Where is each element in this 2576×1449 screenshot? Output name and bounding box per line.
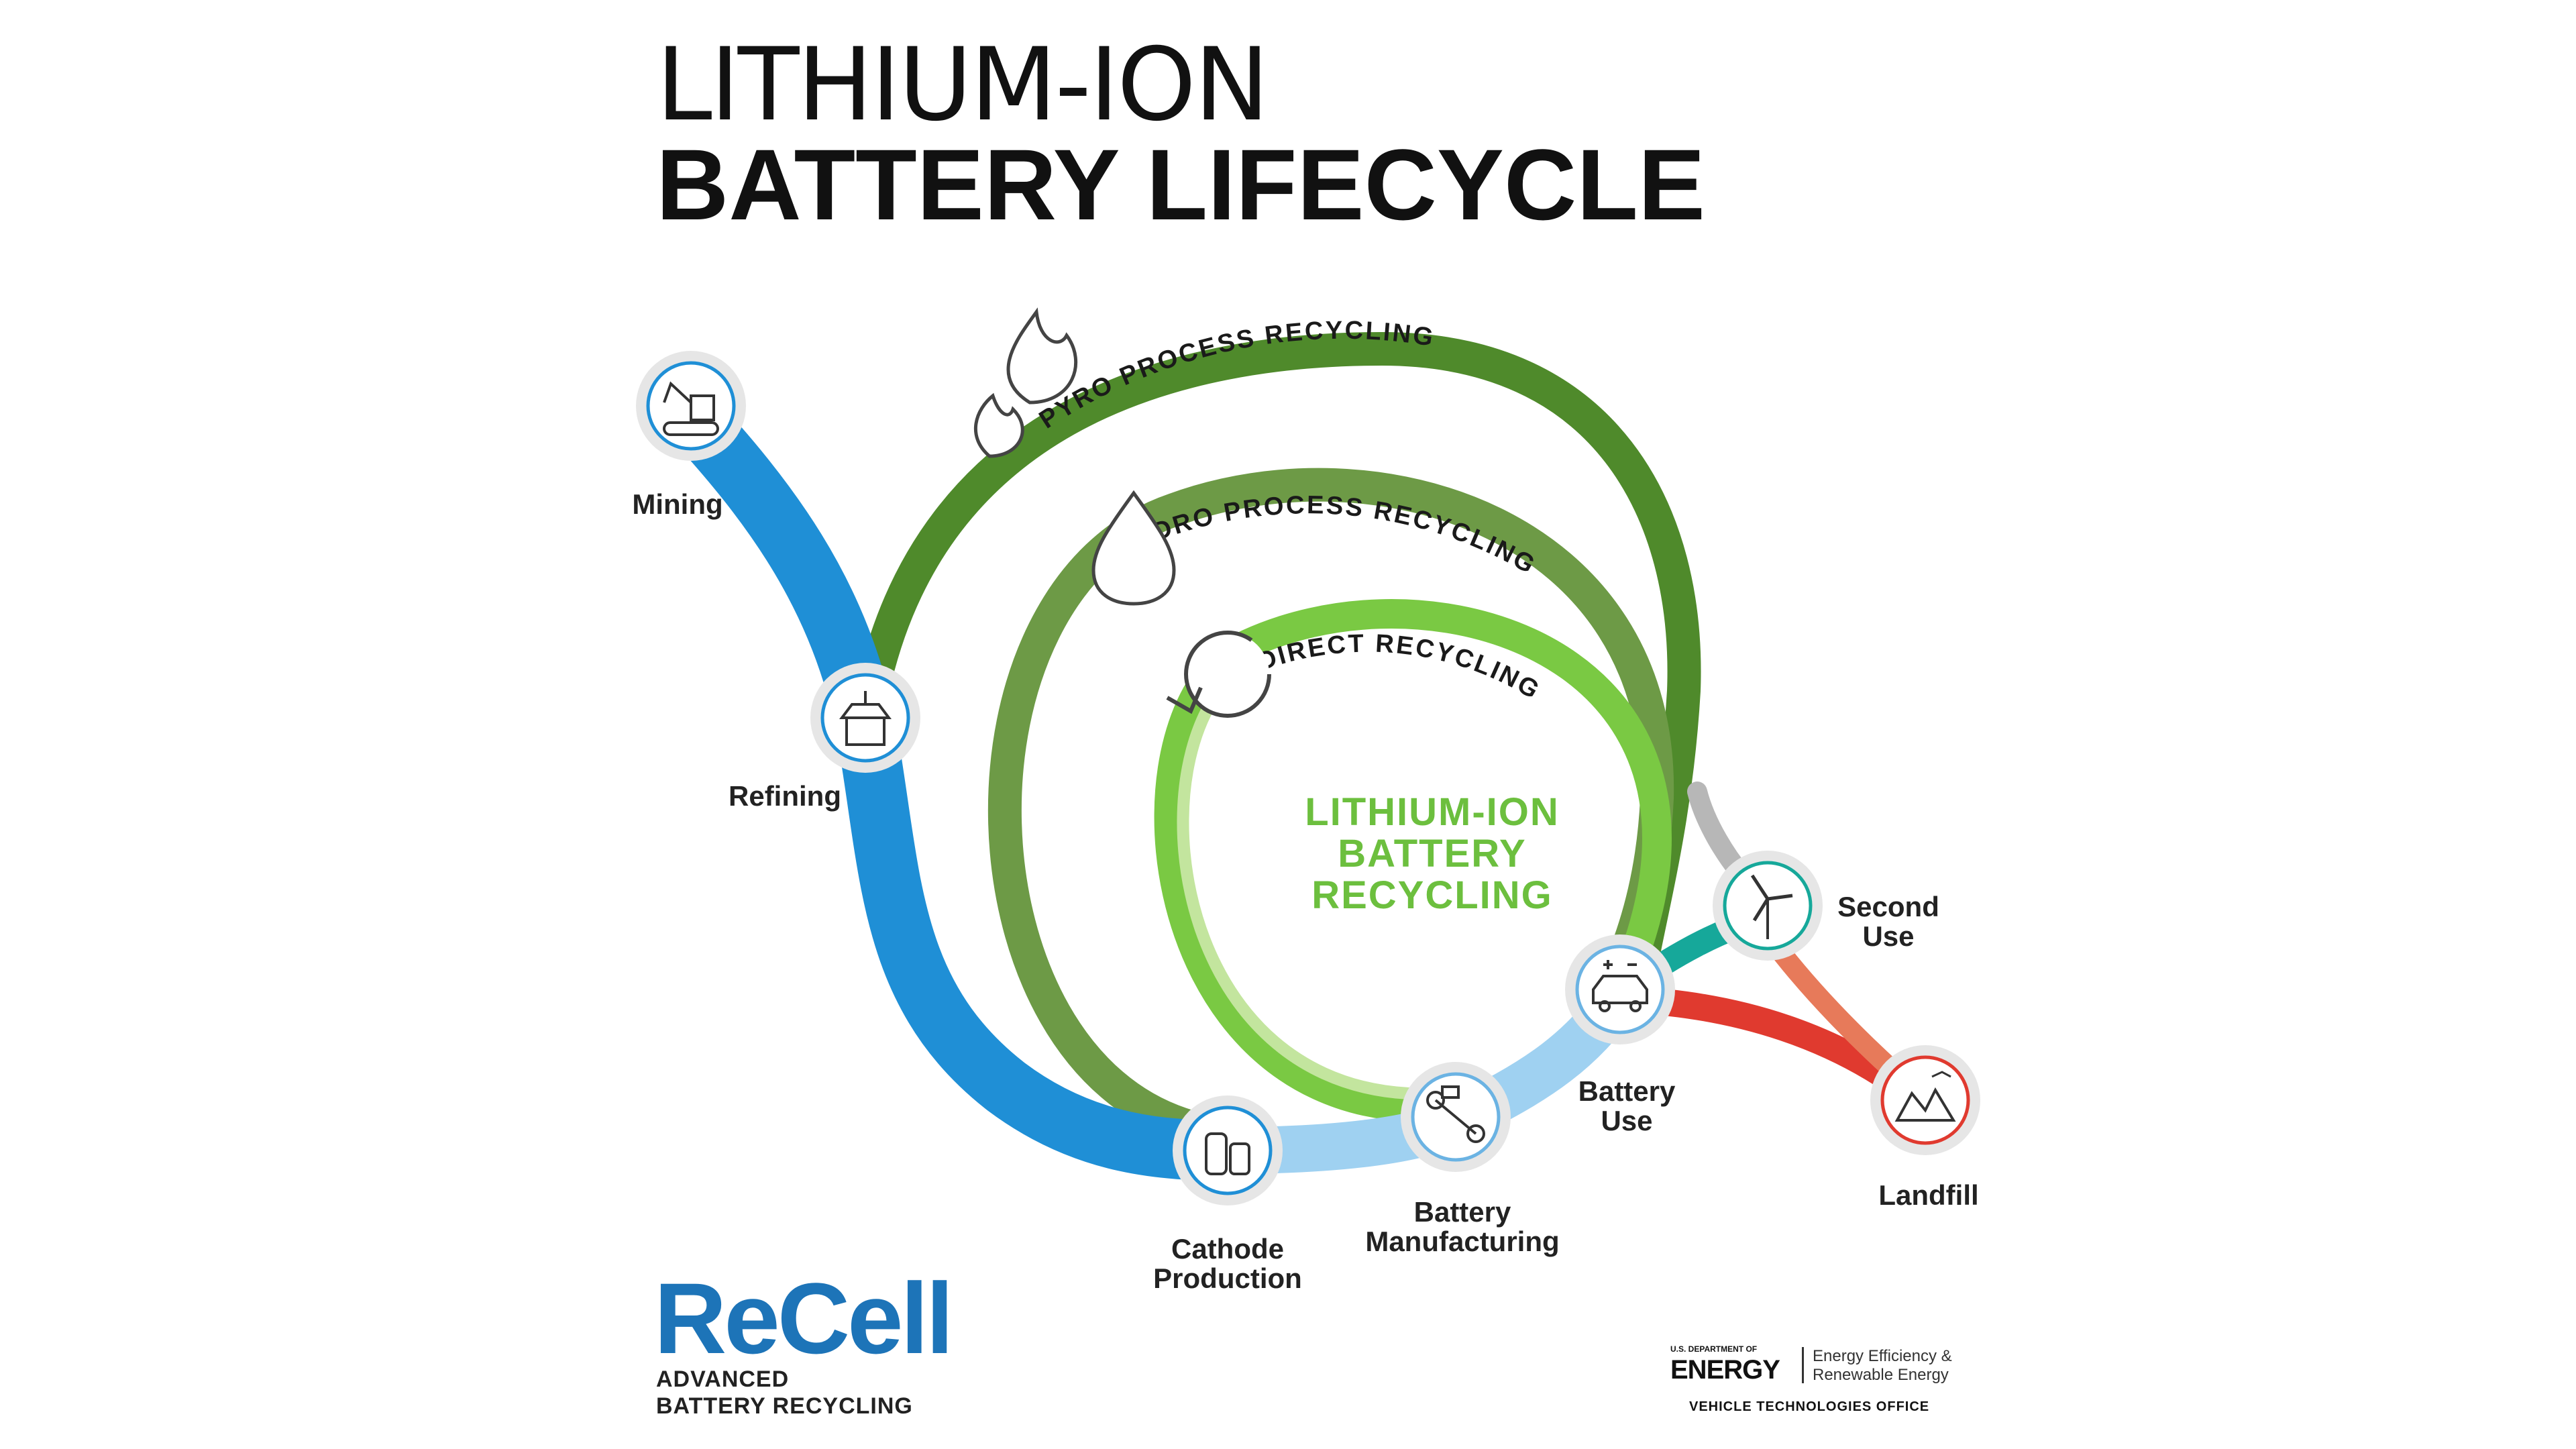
tanks-icon xyxy=(1205,1132,1250,1175)
doe-divider xyxy=(1802,1347,1804,1383)
recell-subtitle: ADVANCED BATTERY RECYCLING xyxy=(656,1366,913,1419)
supply-chain-path xyxy=(668,395,1228,1181)
direct-loop-path xyxy=(1154,599,1672,1122)
doe-office-line-2: Renewable Energy xyxy=(1813,1366,1949,1384)
second-use-label-line-2: Use xyxy=(1862,920,1915,952)
car-battery-icon xyxy=(1592,960,1648,1012)
battery-use-label: Battery Use xyxy=(1578,1077,1676,1136)
recell-subtitle-line-2: BATTERY RECYCLING xyxy=(656,1393,913,1419)
battery-use-node xyxy=(1565,934,1675,1044)
conveyor-icon xyxy=(1426,1085,1485,1143)
cathode-label-line-1: Cathode xyxy=(1171,1233,1284,1265)
doe-office-text: Energy Efficiency & Renewable Energy xyxy=(1813,1347,1952,1385)
landfill-icon xyxy=(1894,1071,1956,1122)
wind-turbine-icon xyxy=(1750,874,1793,939)
battery-use-label-line-1: Battery xyxy=(1578,1075,1676,1107)
flame-icon xyxy=(974,307,1078,458)
manufacturing-label-line-2: Manufacturing xyxy=(1365,1226,1560,1257)
manufacturing-label: Battery Manufacturing xyxy=(1365,1197,1559,1256)
manufacturing-label-line-1: Battery xyxy=(1413,1196,1511,1228)
second-use-label: Second Use xyxy=(1837,892,1939,951)
doe-energy-text: ENERGY xyxy=(1670,1355,1780,1385)
doe-small-text: U.S. DEPARTMENT OF xyxy=(1670,1344,1758,1354)
battery-use-label-line-2: Use xyxy=(1601,1105,1653,1136)
doe-vto-text: VEHICLE TECHNOLOGIES OFFICE xyxy=(1689,1399,1930,1414)
doe-office-line-1: Energy Efficiency & xyxy=(1813,1347,1952,1365)
mining-label: Mining xyxy=(632,488,723,520)
second-use-label-line-1: Second xyxy=(1837,891,1939,922)
center-title-line-3: RECYCLING xyxy=(1311,873,1553,917)
excavator-icon xyxy=(663,381,719,436)
cathode-label: Cathode Production xyxy=(1153,1234,1302,1293)
landfill-label: Landfill xyxy=(1878,1179,1979,1211)
title-line-1: LITHIUM-ION xyxy=(656,27,1269,144)
center-title: LITHIUM-ION BATTERY RECYCLING xyxy=(1305,792,1560,916)
recell-subtitle-line-1: ADVANCED xyxy=(656,1366,790,1392)
landfill-node xyxy=(1870,1045,1980,1155)
refinery-icon xyxy=(839,691,892,746)
cycle-arrow-icon xyxy=(1166,631,1271,718)
pyro-loop-path xyxy=(859,331,1701,969)
refining-label: Refining xyxy=(729,780,841,812)
recell-logo: ReCell xyxy=(654,1262,954,1375)
droplet-icon xyxy=(1091,490,1176,606)
center-title-line-1: LITHIUM-ION xyxy=(1305,790,1560,834)
center-title-line-2: BATTERY xyxy=(1338,832,1527,875)
cathode-label-line-2: Production xyxy=(1153,1263,1302,1294)
title-line-2: BATTERY LIFECYCLE xyxy=(656,128,1705,241)
